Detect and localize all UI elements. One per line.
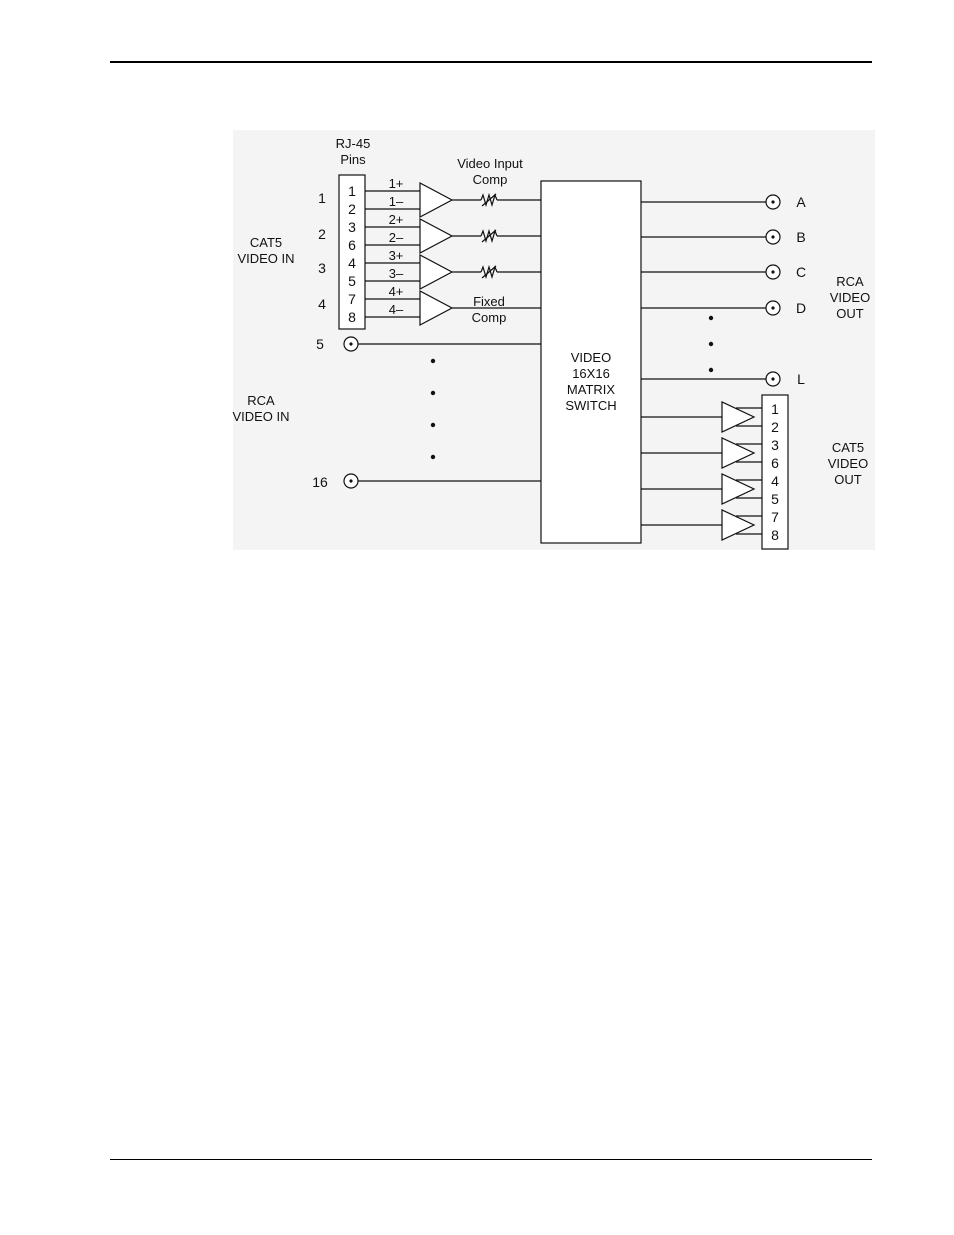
- rj45-title-line2: Pins: [340, 152, 366, 167]
- cat5-input-number: 4: [318, 296, 326, 312]
- rca-output-label: L: [797, 371, 805, 387]
- rca-input-16-number: 16: [312, 474, 328, 490]
- rca-output-label: D: [796, 300, 806, 316]
- output-amplifier: [641, 510, 762, 540]
- comp-fixed-label-line2: Comp: [472, 310, 507, 325]
- rj45-output-pin: 1: [771, 401, 779, 417]
- rj45-input-pin: 4: [348, 255, 356, 271]
- rca-out-label-line2: VIDEO: [830, 290, 870, 305]
- pair-signal-label: 2–: [389, 230, 404, 245]
- rca-output-jack: [641, 265, 780, 279]
- cat5-out-label-line1: CAT5: [832, 440, 864, 455]
- switch-label-line3: MATRIX: [567, 382, 615, 397]
- rj45-output-pin: 3: [771, 437, 779, 453]
- pair-signal-label: 1+: [389, 176, 404, 191]
- pair-signal-label: 4–: [389, 302, 404, 317]
- ellipsis-dot: [431, 391, 435, 395]
- rca-input-5-number: 5: [316, 336, 324, 352]
- switch-label-line2: 16X16: [572, 366, 610, 381]
- ellipsis-dot: [431, 455, 435, 459]
- rj45-input-pin: 8: [348, 309, 356, 325]
- rj45-output-pin: 8: [771, 527, 779, 543]
- pair-signal-label: 1–: [389, 194, 404, 209]
- input-amplifier: [420, 183, 541, 217]
- cat5-in-label-line1: CAT5: [250, 235, 282, 250]
- cat5-in-label-line2: VIDEO IN: [237, 251, 294, 266]
- output-amplifier: [641, 438, 762, 468]
- rj45-output-pin: 2: [771, 419, 779, 435]
- rj45-input-pin: 3: [348, 219, 356, 235]
- output-amplifier: [641, 402, 762, 432]
- ellipsis-dot: [709, 342, 713, 346]
- rj45-input-pin: 6: [348, 237, 356, 253]
- ellipsis-dot: [431, 423, 435, 427]
- rca-input-16: [344, 474, 541, 488]
- footer-rule: [110, 1159, 872, 1160]
- rj45-output-pin: 7: [771, 509, 779, 525]
- ellipsis-dot: [709, 316, 713, 320]
- input-amplifier: [420, 219, 541, 253]
- cat5-input-number: 2: [318, 226, 326, 242]
- rj45-input-pin: 7: [348, 291, 356, 307]
- pair-signal-label: 2+: [389, 212, 404, 227]
- rca-input-5: [344, 337, 541, 351]
- rca-output-jack: [641, 195, 780, 209]
- rj45-output-pin: 5: [771, 491, 779, 507]
- rj45-input-pin: 1: [348, 183, 356, 199]
- ellipsis-dot: [431, 359, 435, 363]
- rca-output-label: A: [796, 194, 806, 210]
- rj45-input-pin: 5: [348, 273, 356, 289]
- cat5-input-number: 3: [318, 260, 326, 276]
- rca-output-jack: [641, 301, 780, 315]
- pair-signal-label: 4+: [389, 284, 404, 299]
- cat5-out-label-line2: VIDEO: [828, 456, 868, 471]
- rca-output-label: C: [796, 264, 806, 280]
- rj45-title-line1: RJ-45: [336, 136, 371, 151]
- output-amplifier: [641, 474, 762, 504]
- pair-signal-label: 3–: [389, 266, 404, 281]
- comp-fixed-label-line1: Fixed: [473, 294, 505, 309]
- rj45-output-pin: 6: [771, 455, 779, 471]
- rca-output-label: B: [796, 229, 805, 245]
- rca-in-label-line2: VIDEO IN: [232, 409, 289, 424]
- rca-out-label-line3: OUT: [836, 306, 864, 321]
- input-amplifier: [420, 255, 541, 289]
- rca-output-jack: [641, 372, 780, 386]
- cat5-input-number: 1: [318, 190, 326, 206]
- rj45-input-pin: 2: [348, 201, 356, 217]
- comp-variable-label-line1: Video Input: [457, 156, 523, 171]
- ellipsis-dot: [709, 368, 713, 372]
- comp-variable-label-line2: Comp: [473, 172, 508, 187]
- switch-label-line4: SWITCH: [565, 398, 616, 413]
- switch-label-line1: VIDEO: [571, 350, 611, 365]
- rca-output-jack: [641, 230, 780, 244]
- pair-signal-label: 3+: [389, 248, 404, 263]
- rca-out-label-line1: RCA: [836, 274, 864, 289]
- cat5-out-label-line3: OUT: [834, 472, 862, 487]
- rca-in-label-line1: RCA: [247, 393, 275, 408]
- rj45-output-pin: 4: [771, 473, 779, 489]
